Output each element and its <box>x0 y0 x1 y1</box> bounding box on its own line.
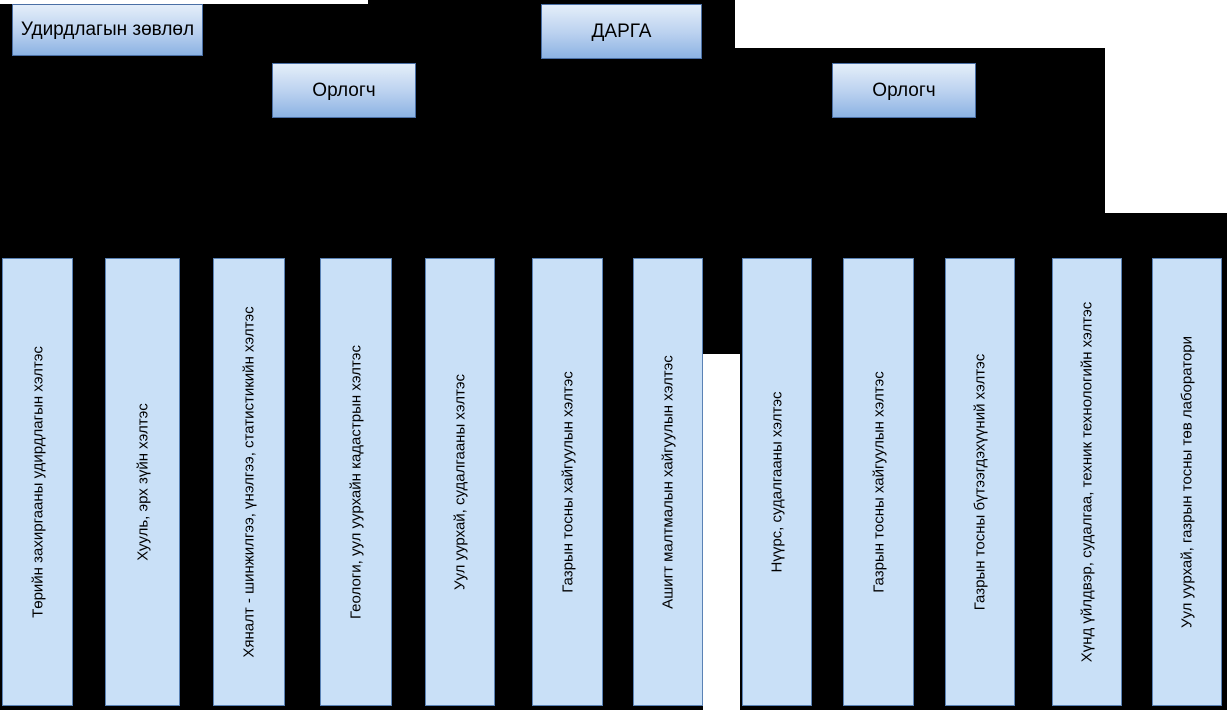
dept-label: Газрын тосны хайгуулын хэлтэс <box>870 371 887 593</box>
box-label: Орлогч <box>872 79 936 101</box>
dept-box-7[interactable]: Ашигт малтмалын хайгуулын хэлтэс <box>633 258 703 706</box>
dept-box-9[interactable]: Газрын тосны хайгуулын хэлтэс <box>843 258 914 706</box>
dept-label: Хууль, эрх зүйн хэлтэс <box>134 403 151 561</box>
dept-label: Төрийн захиргааны удирдлагын хэлтэс <box>29 346 46 618</box>
backdrop-bottom-notch <box>703 258 742 354</box>
box-label: ДАРГА <box>591 20 652 42</box>
dept-box-2[interactable]: Хууль, эрх зүйн хэлтэс <box>105 258 180 706</box>
dept-box-4[interactable]: Геологи, уул уурхайн кадастрын хэлтэс <box>320 258 392 706</box>
dept-label: Геологи, уул уурхайн кадастрын хэлтэс <box>347 345 365 619</box>
dept-label: Хүнд үйлдвэр, судалгаа, техник технологи… <box>1078 301 1096 663</box>
dept-label: Нүүрс, судалгааны хэлтэс <box>768 391 786 573</box>
box-orlogch-left[interactable]: Орлогч <box>272 63 416 118</box>
dept-box-8[interactable]: Нүүрс, судалгааны хэлтэс <box>742 258 812 706</box>
dept-box-6[interactable]: Газрын тосны хайгуулын хэлтэс <box>532 258 603 706</box>
dept-label: Ашигт малтмалын хайгуулын хэлтэс <box>659 355 677 609</box>
dept-label: Газрын тосны бүтээгдэхүүний хэлтэс <box>971 353 989 611</box>
dept-box-11[interactable]: Хүнд үйлдвэр, судалгаа, техник технологи… <box>1052 258 1122 706</box>
dept-box-12[interactable]: Уул уурхай, газрын тосны төв лаборатори <box>1152 258 1222 706</box>
dept-label: Хяналт - шинжилгээ, үнэлгээ, статистикий… <box>240 306 258 658</box>
box-orlogch-right[interactable]: Орлогч <box>832 63 976 118</box>
dept-box-5[interactable]: Уул уурхай, судалгааны хэлтэс <box>425 258 495 706</box>
box-darga[interactable]: ДАРГА <box>541 4 702 59</box>
box-label: Орлогч <box>312 79 376 101</box>
dept-box-3[interactable]: Хяналт - шинжилгээ, үнэлгээ, статистикий… <box>213 258 285 706</box>
dept-label: Уул уурхай, судалгааны хэлтэс <box>451 373 469 591</box>
box-label: Удирдлагын зөвлөл <box>20 19 195 41</box>
dept-label: Газрын тосны хайгуулын хэлтэс <box>559 371 576 593</box>
dept-box-1[interactable]: Төрийн захиргааны удирдлагын хэлтэс <box>2 258 73 706</box>
backdrop-far-right <box>1105 213 1227 258</box>
box-udirdlagyn-zovlol[interactable]: Удирдлагын зөвлөл <box>12 4 203 56</box>
dept-box-10[interactable]: Газрын тосны бүтээгдэхүүний хэлтэс <box>945 258 1015 706</box>
dept-label: Уул уурхай, газрын тосны төв лаборатори <box>1178 335 1196 629</box>
